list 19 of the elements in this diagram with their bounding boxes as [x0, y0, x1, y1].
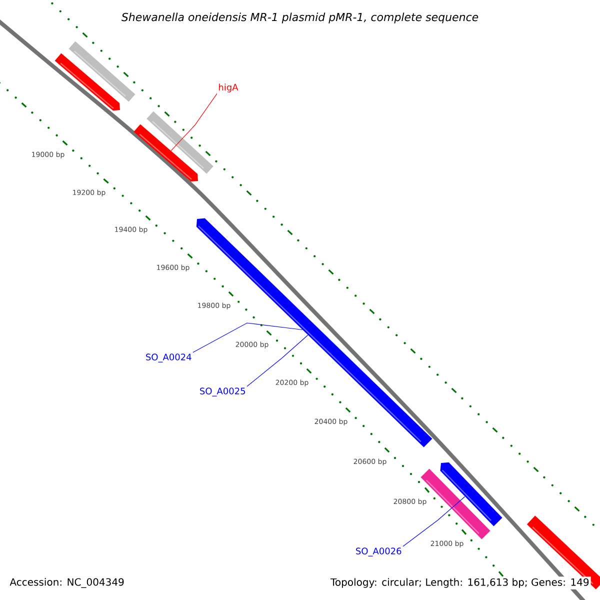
gene-label: SO_A0025: [200, 388, 245, 396]
pointed-gene-bar: [196, 218, 432, 448]
gene-label: higA: [219, 84, 238, 92]
gene-bar: [146, 111, 214, 174]
gene-label: SO_A0024: [146, 354, 192, 362]
info-text: Topology: circular; Length: 161,613 bp; Genes: 149: [329, 576, 591, 590]
gene-bar: [526, 516, 600, 590]
title: Shewanella oneidensis MR-1 plasmid pMR-1, complete sequence: [120, 12, 480, 24]
pointed-gene-bar: [54, 53, 120, 111]
leader-line: [192, 322, 303, 353]
gene-bar: [420, 468, 490, 540]
leader-line: [246, 334, 308, 387]
info-text: Accession: NC_004349: [8, 576, 126, 590]
pointed-gene-bar: [440, 462, 502, 526]
leader-line: [170, 93, 218, 151]
gene-bar: [68, 41, 136, 102]
leader-line: [402, 496, 466, 547]
gene-label: SO_A0026: [356, 548, 402, 556]
pointed-gene-bar: [134, 124, 198, 182]
